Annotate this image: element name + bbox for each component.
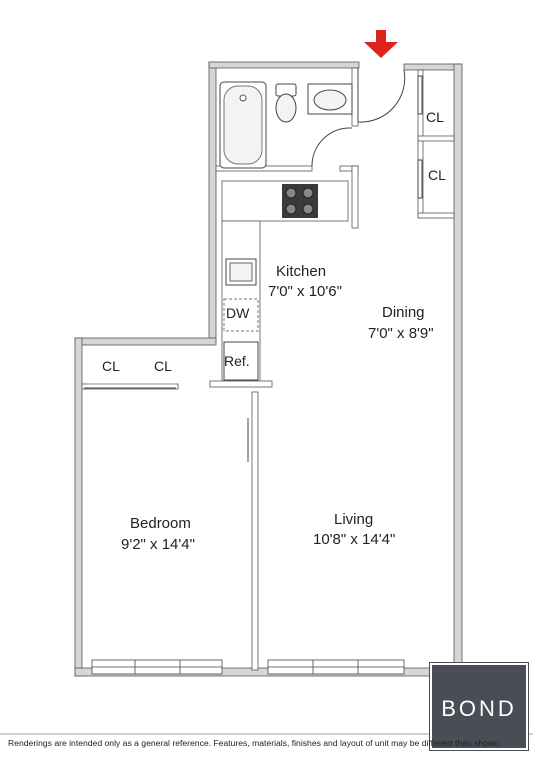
bedroom-closet-label-right: CL bbox=[154, 358, 172, 374]
living-window bbox=[267, 659, 405, 675]
toilet-icon bbox=[275, 83, 297, 123]
closet-label-upper: CL bbox=[426, 109, 444, 125]
bathroom-door bbox=[311, 127, 352, 167]
bond-logo: BOND bbox=[429, 662, 529, 751]
interior-walls bbox=[81, 67, 455, 671]
sink-icon bbox=[307, 83, 353, 115]
closet-label-lower: CL bbox=[428, 167, 446, 183]
dishwasher-label: DW bbox=[226, 305, 250, 321]
kitchen-sink-icon bbox=[225, 258, 257, 286]
entry-door bbox=[357, 68, 406, 123]
exterior-walls bbox=[74, 61, 463, 677]
living-name: Living bbox=[334, 511, 374, 528]
bedroom-window bbox=[91, 659, 223, 675]
living-dims: 10'8" x 14'4" bbox=[313, 531, 396, 548]
kitchen-dims: 7'0" x 10'6" bbox=[268, 283, 342, 300]
disclaimer-text: Renderings are intended only as a genera… bbox=[8, 738, 502, 748]
closet-door-upper bbox=[417, 75, 423, 115]
dining-dims: 7'0" x 8'9" bbox=[368, 325, 434, 342]
refrigerator-label: Ref. bbox=[224, 353, 250, 369]
bathtub-icon bbox=[219, 81, 267, 169]
logo-text: BOND bbox=[441, 696, 517, 721]
stove-icon bbox=[282, 184, 318, 218]
closet-door-lower bbox=[417, 159, 423, 199]
dishwasher-outline bbox=[223, 298, 259, 332]
bedroom-dims: 9'2" x 14'4" bbox=[121, 536, 195, 553]
bedroom-name: Bedroom bbox=[130, 515, 191, 532]
dining-name: Dining bbox=[382, 304, 425, 321]
bedroom-closet-label-left: CL bbox=[102, 358, 120, 374]
refrigerator-outline bbox=[223, 341, 259, 381]
kitchen-name: Kitchen bbox=[276, 263, 327, 280]
entry-arrow-icon bbox=[364, 30, 398, 58]
